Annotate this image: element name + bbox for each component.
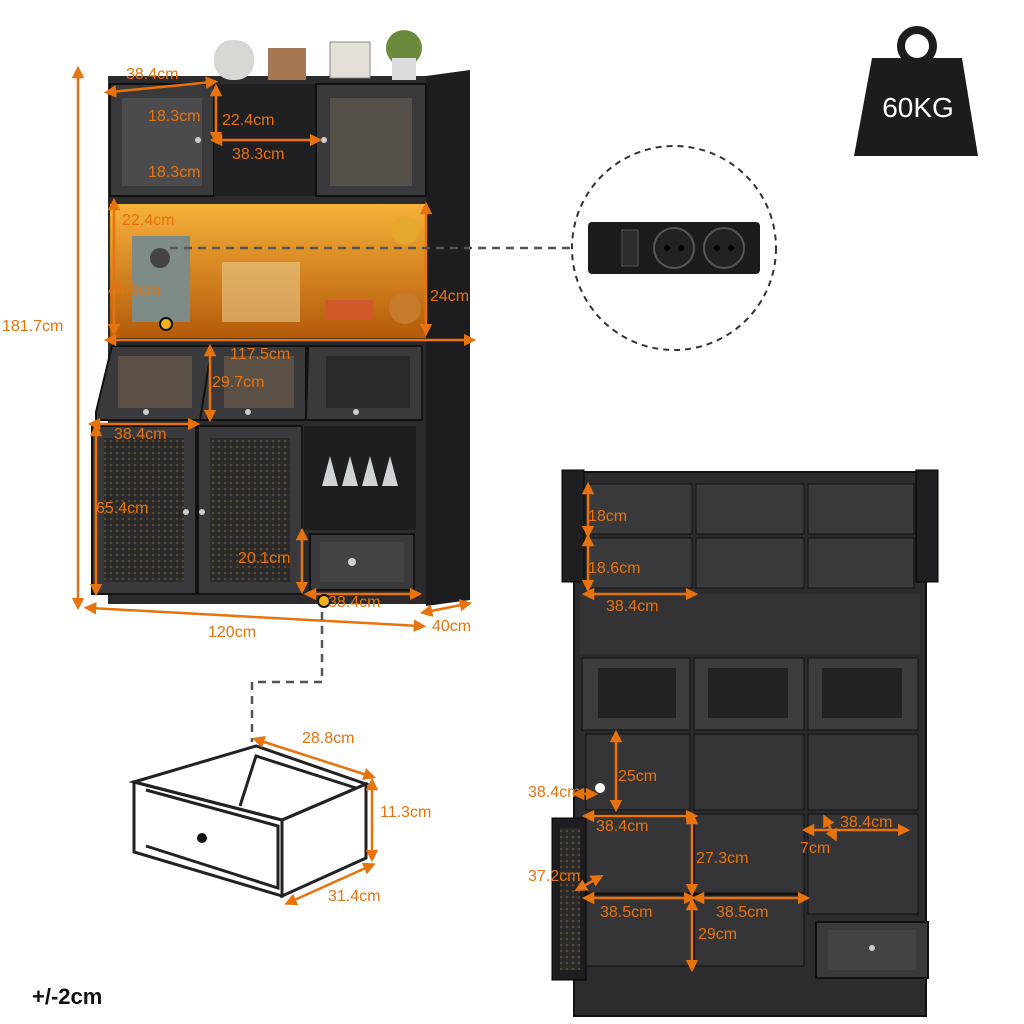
top-width-label: 38.4cm	[126, 66, 179, 83]
back-bottom-right-width-label: 38.5cm	[716, 904, 769, 921]
weight-icon	[854, 26, 978, 156]
tolerance-note: +/-2cm	[32, 984, 103, 1009]
back-right-width-label: 38.4cm	[840, 814, 893, 831]
drawer-depth-label: 28.8cm	[302, 730, 355, 747]
back-mid-side-width-label: 38.4cm	[528, 784, 581, 801]
upper-shelf-height-label: 22.4cm	[222, 112, 275, 129]
total-depth-label: 40cm	[432, 618, 472, 635]
counter-width-label: 117.5cm	[230, 346, 291, 363]
drawer-width-label: 38.4cm	[328, 594, 381, 611]
back-door-width-label: 37.2cm	[528, 868, 581, 885]
drawer-diagram	[128, 612, 379, 906]
drawer-gap-height-label: 20.1cm	[238, 550, 291, 567]
empty-cabinet-illustration	[551, 469, 939, 1017]
back-bottom-height-label: 29cm	[698, 926, 738, 943]
lower-door-width-label: 38.4cm	[114, 426, 167, 443]
counter-depth-label: 24cm	[430, 288, 470, 305]
back-top-width-label: 38.4cm	[606, 598, 659, 615]
weight-capacity-label: 60KG	[882, 92, 954, 123]
lower-door-height-label: 65.4cm	[96, 500, 149, 517]
back-bottom-left-width-label: 38.5cm	[600, 904, 653, 921]
drawer-width-label-2: 31.4cm	[328, 888, 381, 905]
power-outlet-callout	[170, 145, 777, 351]
back-second-shelf-height-label: 18.6cm	[588, 560, 641, 577]
light-shelf-height-label: 22.4cm	[122, 212, 175, 229]
back-top-shelf-height-label: 18cm	[588, 508, 628, 525]
upper-middle-width-label: 38.3cm	[232, 146, 285, 163]
appliance-height-label: 44.9cm	[108, 282, 161, 299]
back-wine-gap-label: 7cm	[800, 840, 831, 857]
total-height-label: 181.7cm	[2, 318, 64, 335]
drawer-height-label: 11.3cm	[380, 804, 432, 821]
back-lower-height-label: 27.3cm	[696, 850, 749, 867]
total-width-label: 120cm	[208, 624, 257, 641]
back-mid-shelf-height-label: 25cm	[618, 768, 658, 785]
front-cabinet-illustration	[71, 30, 477, 632]
back-mid-width-label: 38.4cm	[596, 818, 649, 835]
flip-door-height-label: 29.7cm	[212, 374, 265, 391]
upper-door-height-2-label: 18.3cm	[148, 164, 201, 181]
upper-door-height-1-label: 18.3cm	[148, 108, 201, 125]
